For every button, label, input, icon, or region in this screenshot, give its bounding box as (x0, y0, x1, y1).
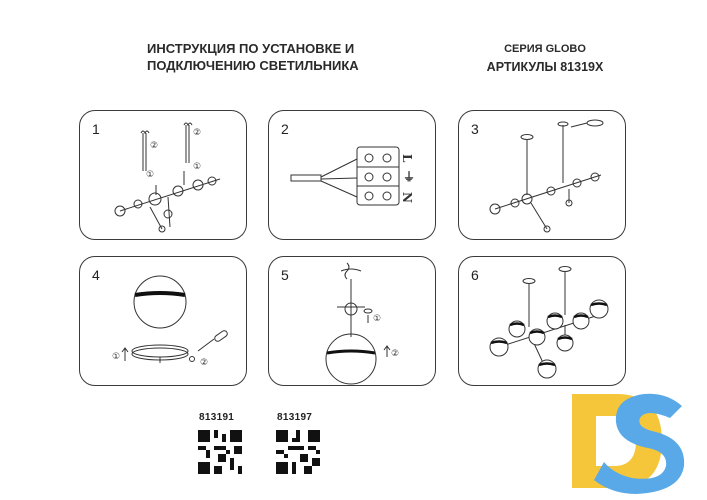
step-number: 6 (471, 267, 479, 283)
title-line-1: ИНСТРУКЦИЯ ПО УСТАНОВКЕ И (147, 41, 355, 56)
step-4-illustration: ① ② (112, 275, 228, 368)
callout-2: ② (200, 358, 208, 368)
step-number: 5 (281, 267, 289, 283)
instruction-title: ИНСТРУКЦИЯ ПО УСТАНОВКЕ И ПОДКЛЮЧЕНИЮ СВ… (147, 40, 407, 74)
product-code-1: 813191 (199, 412, 235, 423)
callout-2a: ② (150, 141, 158, 151)
title-line-2: ПОДКЛЮЧЕНИЮ СВЕТИЛЬНИКА (147, 58, 359, 73)
callout-2b: ② (193, 128, 201, 138)
series-label: СЕРИЯ GLOBO (504, 43, 586, 55)
terminal-l-label: L (400, 154, 414, 163)
callout-1: ① (112, 352, 120, 362)
product-code-2: 813197 (277, 412, 313, 423)
step-number: 1 (92, 121, 100, 137)
step-6-panel: 6 (458, 256, 626, 386)
step-5-panel: 5 ① ② (268, 256, 436, 386)
callout-1b: ① (193, 162, 201, 172)
qr-code-1 (198, 430, 242, 474)
step-6-illustration (489, 266, 609, 379)
ds-logo (572, 393, 685, 494)
step-number: 3 (471, 121, 479, 137)
step-3-illustration (489, 119, 604, 233)
series-info: СЕРИЯ GLOBO АРТИКУЛЫ 81319X (480, 40, 610, 76)
callout-2: ② (391, 349, 399, 359)
step-2-illustration: L ⏚ N (290, 146, 415, 206)
step-1-panel: 1 ② ① ② ① (79, 110, 247, 240)
step-number: 4 (92, 267, 100, 283)
step-3-panel: 3 (458, 110, 626, 240)
qr-code-2 (276, 430, 320, 474)
step-4-panel: 4 ① ② (79, 256, 247, 386)
step-5-illustration: ① ② (325, 262, 399, 385)
callout-1a: ① (146, 170, 154, 180)
terminal-ground-label: ⏚ (403, 170, 415, 184)
step-2-panel: 2 L ⏚ N (268, 110, 436, 240)
articles-label: АРТИКУЛЫ 81319X (486, 60, 604, 74)
callout-1: ① (373, 314, 381, 324)
terminal-n-label: N (400, 192, 414, 203)
step-1-illustration: ② ① ② ① (114, 122, 221, 233)
step-number: 2 (281, 121, 289, 137)
